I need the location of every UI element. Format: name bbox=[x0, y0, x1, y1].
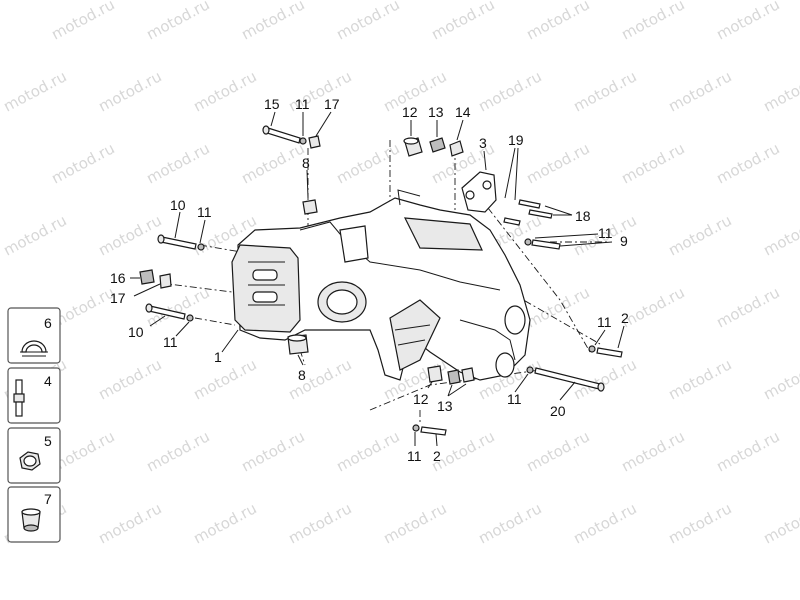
callout-label: 3 bbox=[479, 135, 487, 151]
watermark-text: motod.ru bbox=[285, 355, 354, 403]
watermark-text: motod.ru bbox=[760, 67, 800, 115]
callout-label: 20 bbox=[550, 403, 566, 419]
watermark-text: motod.ru bbox=[190, 355, 259, 403]
inset-label: 6 bbox=[44, 315, 52, 331]
watermark-text: motod.ru bbox=[665, 355, 734, 403]
callout-label: 11 bbox=[597, 314, 612, 330]
callout-label: 17 bbox=[324, 96, 340, 112]
callout-label: 11 bbox=[197, 204, 212, 220]
callout-label: 16 bbox=[110, 270, 126, 286]
inset-box-6: 6 bbox=[7, 307, 61, 364]
watermark-text: motod.ru bbox=[238, 139, 307, 187]
watermark-text: motod.ru bbox=[95, 355, 164, 403]
callout-label: 10 bbox=[170, 197, 186, 213]
watermark-text: motod.ru bbox=[760, 499, 800, 547]
inset-label: 5 bbox=[44, 433, 52, 449]
inset-label: 4 bbox=[44, 373, 52, 389]
watermark-text: motod.ru bbox=[523, 283, 592, 331]
callout-label: 12 bbox=[402, 104, 418, 120]
callout-label: 11 bbox=[163, 334, 178, 350]
watermark-text: motod.ru bbox=[333, 0, 402, 44]
callout-label: 18 bbox=[575, 208, 591, 224]
watermark-text: motod.ru bbox=[570, 67, 639, 115]
watermark-text: motod.ru bbox=[665, 211, 734, 259]
watermark-text: motod.ru bbox=[95, 67, 164, 115]
watermark-text: motod.ru bbox=[618, 283, 687, 331]
watermark-text: motod.ru bbox=[523, 139, 592, 187]
callout-label: 11 bbox=[407, 448, 422, 464]
watermark-text: motod.ru bbox=[380, 499, 449, 547]
watermark-text: motod.ru bbox=[523, 427, 592, 475]
callout-label: 13 bbox=[437, 398, 453, 414]
callout-label: 11 bbox=[507, 391, 522, 407]
watermark-text: motod.ru bbox=[570, 499, 639, 547]
watermark-text: motod.ru bbox=[285, 499, 354, 547]
motorcycle-frame bbox=[231, 189, 531, 381]
watermark-text: motod.ru bbox=[713, 139, 782, 187]
watermark-text: motod.ru bbox=[618, 0, 687, 44]
callout-label: 11 bbox=[295, 96, 310, 112]
callout-label: 19 bbox=[508, 132, 524, 148]
watermark-text: motod.ru bbox=[143, 0, 212, 44]
bracket-part-3 bbox=[461, 171, 497, 213]
watermark-text: motod.ru bbox=[238, 0, 307, 44]
callout-label: 9 bbox=[620, 233, 628, 249]
callout-label: 1 bbox=[214, 349, 222, 365]
watermark-text: motod.ru bbox=[618, 139, 687, 187]
watermark-text: motod.ru bbox=[190, 67, 259, 115]
watermark-text: motod.ru bbox=[713, 283, 782, 331]
watermark-text: motod.ru bbox=[618, 427, 687, 475]
callout-label: 8 bbox=[302, 155, 310, 171]
watermark-text: motod.ru bbox=[0, 67, 69, 115]
leader-lines bbox=[130, 111, 625, 447]
watermark-text: motod.ru bbox=[713, 0, 782, 44]
callout-label: 2 bbox=[433, 448, 441, 464]
watermark-text: motod.ru bbox=[0, 211, 69, 259]
top-bushings bbox=[403, 137, 464, 157]
watermark-text: motod.ru bbox=[475, 67, 544, 115]
watermark-text: motod.ru bbox=[523, 0, 592, 44]
inset-panels: 6 4 5 7 bbox=[7, 307, 61, 543]
watermark-text: motod.ru bbox=[190, 499, 259, 547]
callout-label: 13 bbox=[428, 104, 444, 120]
watermark-text: motod.ru bbox=[665, 67, 734, 115]
watermark-text: motod.ru bbox=[760, 211, 800, 259]
inset-box-5: 5 bbox=[7, 427, 61, 484]
callout-label: 2 bbox=[621, 310, 629, 326]
callout-label: 17 bbox=[110, 290, 126, 306]
watermark-text: motod.ru bbox=[665, 499, 734, 547]
watermark-text: motod.ru bbox=[760, 355, 800, 403]
watermark-text: motod.ru bbox=[333, 139, 402, 187]
callout-label: 8 bbox=[298, 367, 306, 383]
watermark-text: motod.ru bbox=[333, 427, 402, 475]
inset-box-7: 7 bbox=[7, 486, 61, 543]
watermark-text: motod.ru bbox=[95, 499, 164, 547]
watermark-text: motod.ru bbox=[143, 139, 212, 187]
callout-label: 15 bbox=[264, 96, 280, 112]
watermark-text: motod.ru bbox=[48, 0, 117, 44]
callout-labels: 15 11 17 12 13 14 3 19 8 10 11 18 11 9 1… bbox=[110, 96, 629, 464]
watermark-text: motod.ru bbox=[48, 139, 117, 187]
watermark-text: motod.ru bbox=[475, 499, 544, 547]
bolts bbox=[139, 125, 623, 436]
watermark-text: motod.ru bbox=[428, 0, 497, 44]
callout-label: 12 bbox=[413, 391, 429, 407]
callout-label: 11 bbox=[598, 225, 613, 241]
watermark-text: motod.ru bbox=[713, 427, 782, 475]
watermark-text: motod.ru bbox=[143, 427, 212, 475]
watermark-text: motod.ru bbox=[238, 427, 307, 475]
inset-label: 7 bbox=[44, 491, 52, 507]
inset-box-4: 4 bbox=[7, 367, 61, 424]
callout-label: 14 bbox=[455, 104, 471, 120]
watermark-text: motod.ru bbox=[95, 211, 164, 259]
callout-label: 10 bbox=[128, 324, 144, 340]
